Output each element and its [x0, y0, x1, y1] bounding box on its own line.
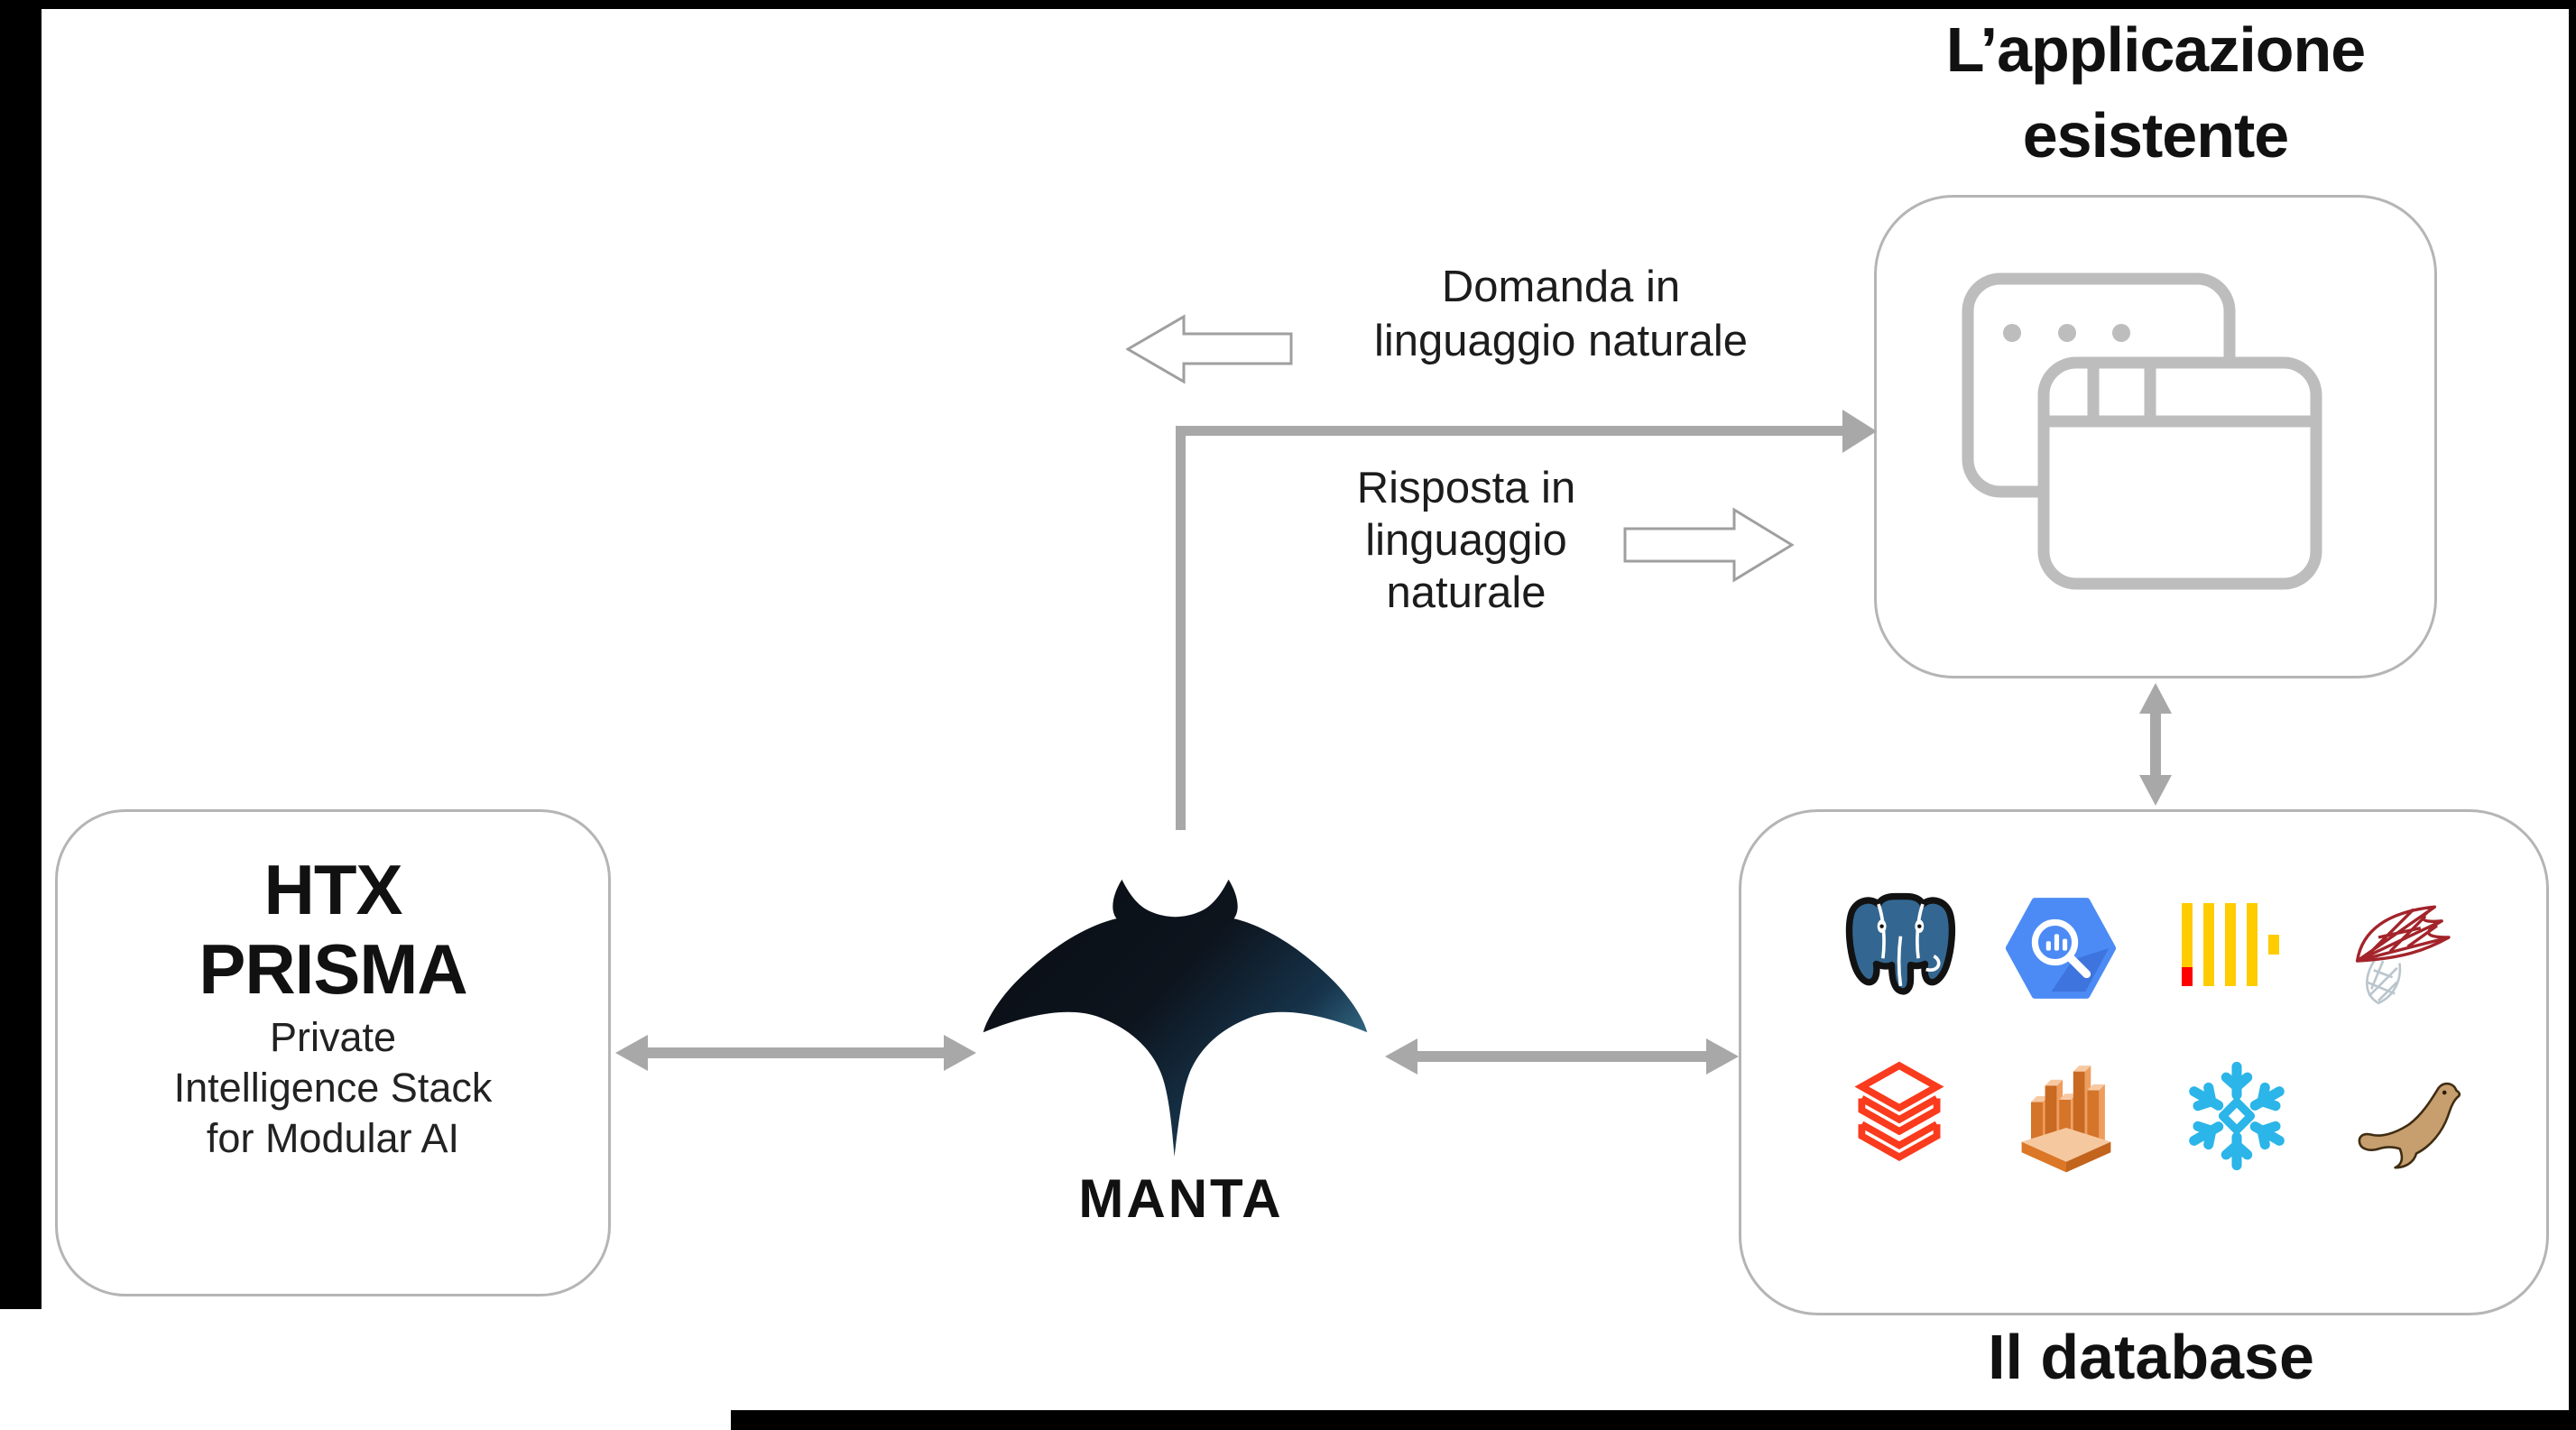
htx-subtitle-line2: Intelligence Stack — [173, 1065, 493, 1111]
frame-left-bar — [0, 0, 42, 1309]
answer-outline-arrow-right-icon — [1623, 507, 1794, 583]
manta-to-app-arrowhead-icon — [1842, 410, 1877, 453]
manta-database-double-arrow-icon — [1385, 1038, 1739, 1075]
app-title-line1: L’applicazione — [1945, 14, 2366, 85]
htx-prisma-subtitle: Private Intelligence Stack for Modular A… — [62, 1012, 604, 1164]
databricks-logo-icon — [1854, 1061, 1944, 1161]
manta-label: MANTA — [1078, 1168, 1284, 1229]
bigquery-logo-icon — [2005, 898, 2117, 999]
database-panel — [1739, 809, 2549, 1315]
htx-prisma-panel — [55, 809, 611, 1296]
application-panel-title: L’applicazione esistente — [1840, 7, 2471, 179]
question-label-line2: linguaggio naturale — [1373, 317, 1749, 365]
database-panel-title: Il database — [1988, 1322, 2314, 1392]
question-outline-arrow-left-icon — [1126, 314, 1293, 384]
clickhouse-logo-icon — [2182, 903, 2279, 986]
htx-title-line1: HTX — [263, 850, 403, 929]
app-title-line2: esistente — [2022, 100, 2289, 171]
frame-right-bar — [2569, 0, 2576, 1430]
browser-windows-icon — [1962, 272, 2322, 590]
question-label-line1: Domanda in — [1441, 263, 1681, 311]
window-dots-icon — [2003, 324, 2130, 342]
htx-subtitle-line3: for Modular AI — [206, 1115, 460, 1161]
answer-label-line2: linguaggio — [1365, 516, 1567, 565]
htx-title-line2: PRISMA — [199, 929, 467, 1009]
snowflake-logo-icon — [2178, 1057, 2295, 1175]
app-database-double-arrow-icon — [2139, 683, 2172, 806]
manta-to-app-connector-horizontal — [1176, 426, 1847, 436]
frame-bottom-bar — [731, 1410, 2576, 1430]
htx-manta-double-arrow-icon — [615, 1035, 976, 1071]
htx-prisma-title: HTX PRISMA — [62, 850, 604, 1009]
redshift-logo-icon — [2021, 1066, 2111, 1173]
mariadb-logo-icon — [2358, 1082, 2461, 1169]
postgresql-logo-icon — [1845, 892, 1956, 995]
frame-top-bar — [0, 0, 2576, 9]
answer-label-line1: Risposta in — [1356, 464, 1576, 512]
manta-to-app-connector-vertical — [1176, 426, 1186, 830]
answer-flow-label: Risposta in linguaggio naturale — [1286, 462, 1647, 619]
question-flow-label: Domanda in linguaggio naturale — [1317, 260, 1805, 368]
htx-subtitle-line1: Private — [269, 1014, 397, 1060]
manta-logo-icon — [983, 879, 1368, 1158]
answer-label-line3: naturale — [1386, 568, 1547, 617]
sql-server-logo-icon — [2355, 905, 2451, 1005]
